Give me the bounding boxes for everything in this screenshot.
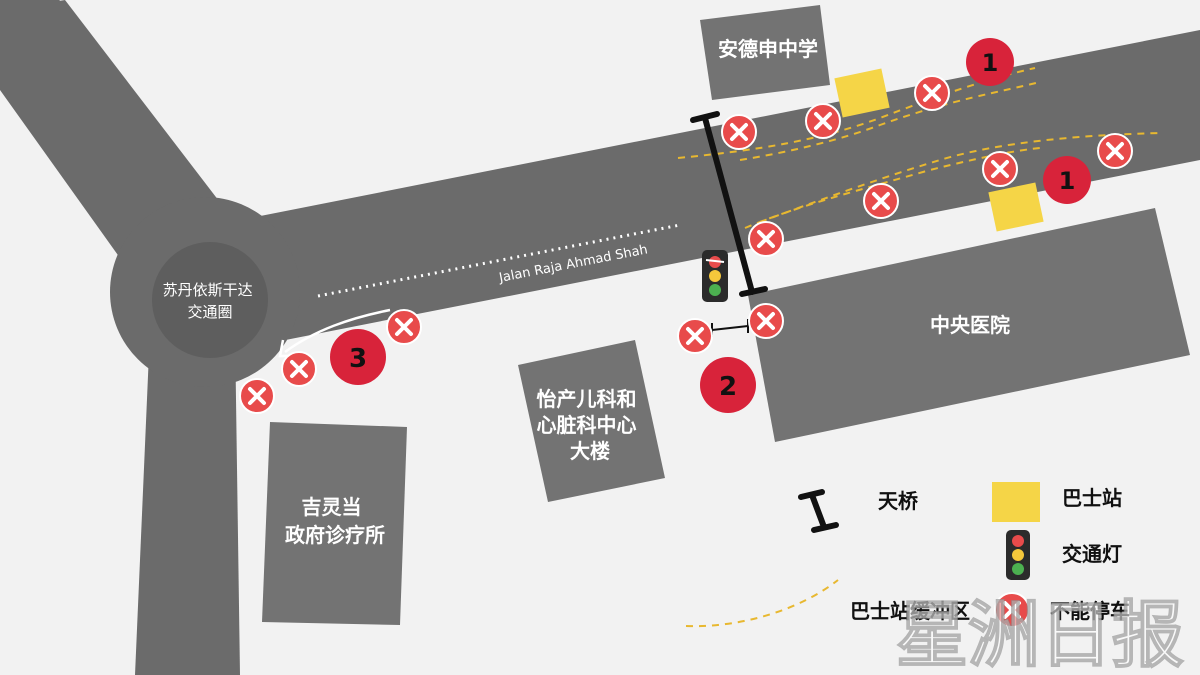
x-circle-icon [981,150,1019,188]
bus-stop-north [834,68,890,118]
x-circle-icon [676,317,714,355]
buffer-curve-south-inner [744,147,1041,229]
svg-text:1: 1 [1059,167,1076,195]
svg-text:天桥: 天桥 [878,489,919,513]
bus-stop-south [988,182,1044,232]
legend-traffic-light: 交通灯 [1006,530,1122,580]
svg-text:交通灯: 交通灯 [1062,542,1122,566]
x-circle-icon [913,74,951,112]
footbridge-icon [690,111,768,297]
marker-1-south: 1 [1043,156,1091,204]
marker-2: 2 [700,357,756,413]
x-circle-icon [238,377,276,415]
x-circle-icon [747,302,785,340]
building-clinic: 吉灵当 政府诊疗所 [262,422,407,625]
legend-bus-stop: 巴士站 [992,482,1122,522]
x-circle-icon [1096,132,1134,170]
svg-text:1: 1 [982,49,999,77]
road-main [215,30,1200,345]
buffer-curve-south [759,132,1161,223]
svg-text:中央医院: 中央医院 [930,313,1010,337]
x-circle-icon [862,182,900,220]
building-pediatric: 怡产儿科和 心脏科中心 大楼 [518,340,665,502]
x-circle-icon [804,102,842,140]
legend-bridge: 天桥 [798,489,919,533]
bus-buffer-zones [677,67,1161,229]
svg-text:安德申中学: 安德申中学 [718,37,818,61]
svg-text:巴士站: 巴士站 [1062,486,1122,510]
roundabout-center [152,242,268,358]
roundabout-label: 苏丹依斯干达 交通圈 [163,281,258,321]
buffer-curve-north [677,67,1036,159]
x-circle-icon [747,220,785,258]
bus-stop-icon [992,482,1040,522]
marker-3: 3 [330,329,386,385]
svg-text:怡产儿科和 心脏科中心 大楼: 怡产儿科和 心脏科中心 大楼 [537,387,644,463]
legend-no-stopping: 不能停车 [993,591,1130,629]
traffic-light-icon [702,250,728,302]
buffer-curve-north-inner [739,81,1041,161]
svg-text:2: 2 [719,372,737,402]
marker-1-north: 1 [966,38,1014,86]
svg-text:3: 3 [349,344,367,374]
watermark: 星洲日报 [896,593,1184,675]
x-circle-icon [385,308,423,346]
legend: 天桥 巴士站 交通灯 巴士站缓冲区 不能停车 [685,482,1130,629]
x-circle-icon [720,113,758,151]
svg-text:巴士站缓冲区: 巴士站缓冲区 [850,599,970,623]
building-school: 安德申中学 [700,5,830,100]
svg-text:吉灵当 政府诊疗所: 吉灵当 政府诊疗所 [285,495,385,547]
road-south-arm [135,330,240,675]
legend-buffer-zone: 巴士站缓冲区 [685,579,970,628]
building-hospital: 中央医院 [748,208,1190,442]
svg-text:不能停车: 不能停车 [1050,599,1130,623]
x-circle-icon [280,350,318,388]
